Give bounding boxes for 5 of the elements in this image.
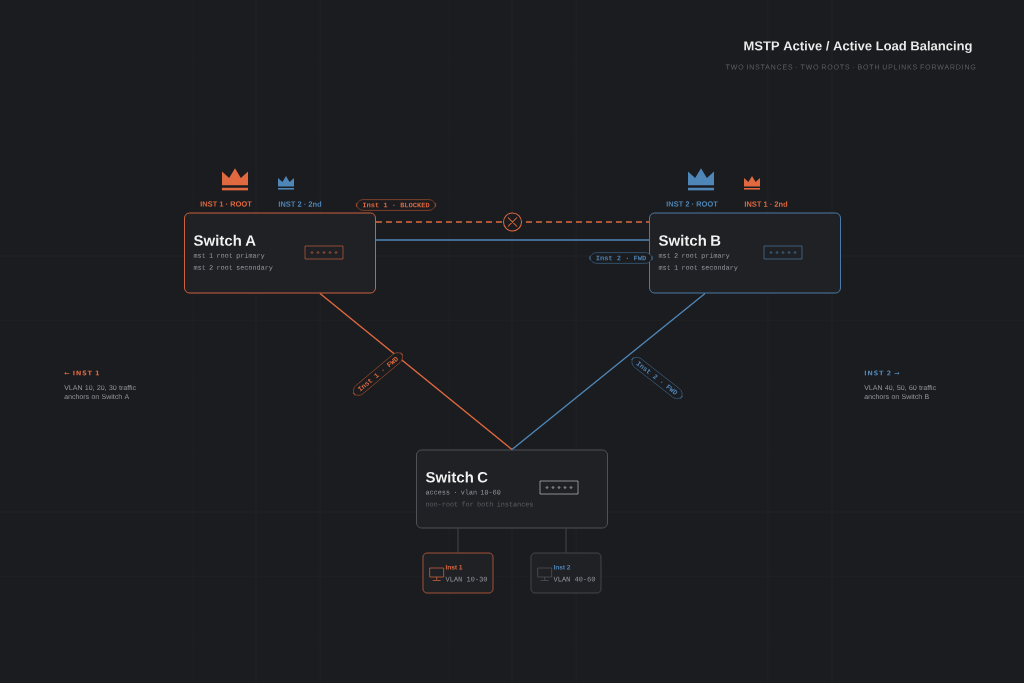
connector xyxy=(511,292,706,451)
title: MSTP Active / Active Load Balancing xyxy=(744,40,972,54)
dashed-connector xyxy=(375,221,650,223)
connector xyxy=(375,239,650,241)
connector xyxy=(319,292,513,451)
